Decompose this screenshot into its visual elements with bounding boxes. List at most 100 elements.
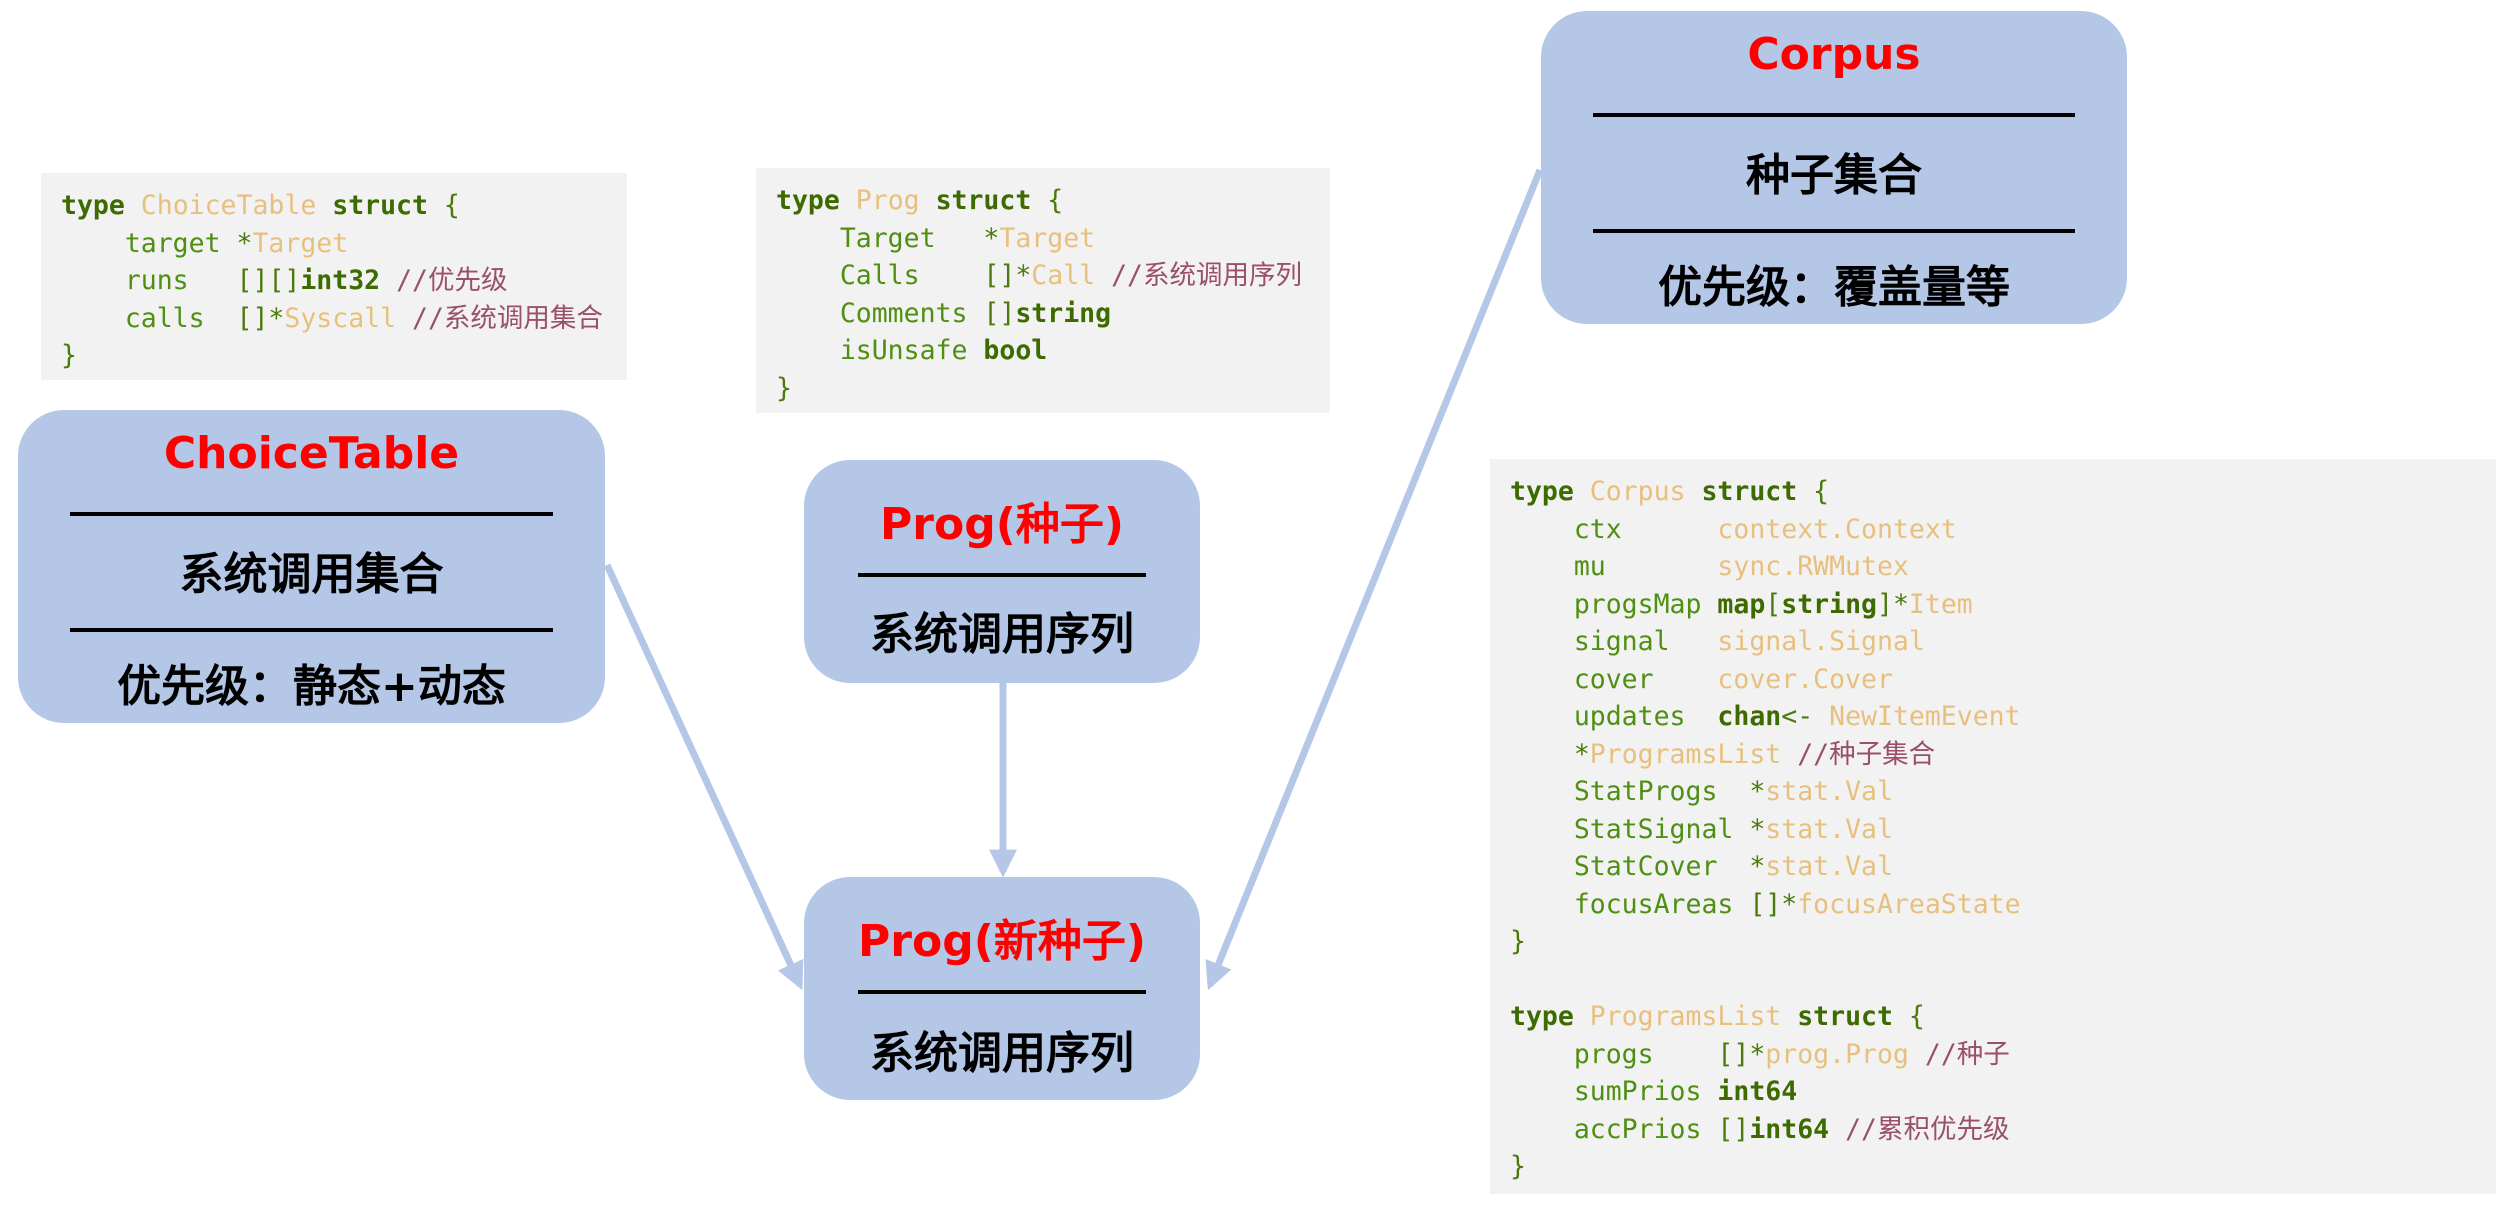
code-token: * [1749,851,1766,882]
code-line: type Corpus struct { [1510,473,2476,511]
code-token: [][] [236,265,301,296]
code-line: cover cover.Cover [1510,661,2476,699]
code-token: Comments [776,297,984,329]
code-token: Calls [776,260,984,291]
code-token: mu [1510,551,1718,582]
code-token: //种子集合 [1797,738,1936,770]
code-token: stat.Val [1765,851,1893,882]
code-token: []* [1749,888,1798,920]
code-token: //累积优先级 [1845,1113,2010,1145]
code-token: prog.Prog [1765,1038,1925,1070]
code-token: //种子 [1924,1038,2010,1070]
code-line: ctx context.Context [1510,511,2476,549]
code-token: NewItemEvent [1829,701,2021,732]
code-line: accPrios []int64 //累积优先级 [1510,1111,2476,1149]
code-line: } [776,370,1310,408]
code-token: cover.Cover [1717,663,1893,695]
code-token: progs [1510,1038,1718,1070]
divider [70,628,553,632]
code-token: []* [236,302,285,334]
code-token: map [1717,588,1766,620]
code-token: sumPrios [1510,1076,1718,1107]
code-line: mu sync.RWMutex [1510,548,2476,586]
code-line: } [61,337,607,375]
code-line: *ProgramsList //种子集合 [1510,736,2476,774]
divider [858,573,1146,577]
code-token: sync.RWMutex [1717,551,1909,582]
code-token: [] [983,297,1016,329]
code-token: Syscall [284,302,413,334]
code-token: stat.Val [1765,776,1893,807]
code-line: StatSignal *stat.Val [1510,811,2476,849]
code-line: focusAreas []*focusAreaState [1510,886,2476,924]
code-token: * [1749,776,1766,807]
code-token: { [1047,185,1064,216]
code-token: stat.Val [1765,813,1893,845]
corpus-line2: 优先级：覆盖量等 [1658,262,2010,313]
code-token: <- [1781,701,1830,732]
arrow-corpus-to-newprog [1205,168,1544,991]
code-token: progsMap [1510,588,1718,620]
prog-line1: 系统调用序列 [870,609,1134,660]
code-token: int64 [1717,1076,1798,1107]
code-line: updates chan<- NewItemEvent [1510,698,2476,736]
choicetable-title: ChoiceTable [163,428,460,479]
code-token: * [1510,738,1590,770]
code-token: cover [1510,663,1718,695]
code-line: type Prog struct { [776,182,1310,220]
code-line: runs [][]int32 //优先级 [61,262,607,300]
code-line: progs []*prog.Prog //种子 [1510,1036,2476,1074]
code-token: } [61,340,77,371]
code-token: type [776,185,856,216]
code-token: type [1510,476,1590,507]
code-line: type ProgramsList struct { [1510,998,2476,1036]
prog-node: Prog(种子) 系统调用序列 [804,460,1200,683]
code-line: StatProgs *stat.Val [1510,773,2476,811]
code-token: type [61,190,141,221]
code-token: { [443,190,460,221]
code-line: signal signal.Signal [1510,623,2476,661]
code-token: //优先级 [396,265,508,296]
code-line: Target *Target [776,220,1310,258]
code-token: { [1908,1001,1925,1032]
divider [1593,113,2075,117]
code-token: * [1749,813,1766,845]
code-token: struct [332,190,444,221]
code-token: int64 [1749,1113,1846,1145]
choicetable-line1: 系统调用集合 [179,549,444,600]
code-line: Calls []*Call //系统调用序列 [776,257,1310,295]
code-token: struct [1797,1001,1909,1032]
code-token: bool [983,335,1048,366]
new-prog-title: Prog(新种子) [858,916,1146,967]
choicetable-line2: 优先级：静态+动态 [117,661,506,712]
code-panel-choicetable: type ChoiceTable struct { target *Target… [41,173,627,380]
code-token: target [61,227,237,259]
code-token: Prog [855,185,936,216]
code-panel-corpus: type Corpus struct { ctx context.Context… [1490,459,2496,1194]
code-token: string [1015,297,1112,329]
code-token: chan [1717,701,1782,732]
code-line: Comments []string [776,295,1310,333]
code-token: * [236,227,253,259]
new-prog-line1: 系统调用序列 [870,1028,1134,1079]
new-prog-node: Prog(新种子) 系统调用序列 [804,877,1200,1100]
code-token: signal [1510,626,1718,657]
code-token: Target [252,227,349,259]
code-line: progsMap map[string]*Item [1510,586,2476,624]
code-panel-prog: type Prog struct { Target *Target Calls … [756,168,1330,413]
code-line: } [1510,923,2476,961]
code-token: ]* [1877,588,1909,620]
code-token: int32 [300,265,397,296]
code-token: { [1813,476,1830,507]
code-token: [ [1765,588,1782,620]
code-token: ProgramsList [1589,1001,1798,1032]
code-line: } [1510,1148,2476,1186]
code-token: calls [61,302,237,334]
code-token: Target [999,222,1096,254]
arrow-choicetable-to-newprog [603,563,804,991]
code-token: Call [1031,260,1112,291]
code-token: Target [776,222,984,254]
code-token: updates [1510,701,1718,732]
code-token: type [1510,1001,1590,1032]
